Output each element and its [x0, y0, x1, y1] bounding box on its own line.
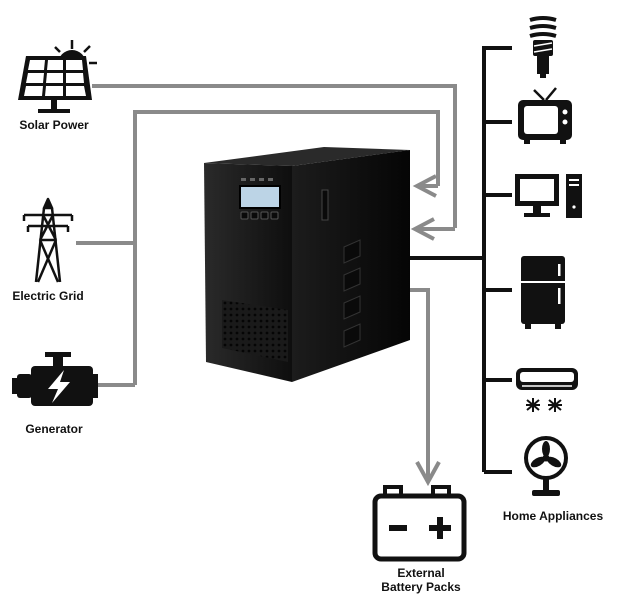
air-conditioner-icon [516, 368, 578, 412]
electric-grid-label: Electric Grid [12, 289, 83, 303]
battery-label-line1: External [397, 566, 444, 580]
lcd-screen [239, 185, 281, 209]
connector-lines [76, 84, 457, 487]
home-appliances-label: Home Appliances [503, 509, 604, 523]
desktop-computer-icon [515, 174, 582, 218]
battery-label-line2: Battery Packs [381, 580, 461, 594]
battery-icon [372, 485, 467, 562]
minus-sign [389, 525, 407, 531]
inverter-button [270, 211, 279, 220]
battery-connector-line [410, 288, 430, 478]
transmission-tower-icon [22, 197, 74, 283]
inverter-button [260, 211, 269, 220]
refrigerator-icon [521, 256, 565, 329]
vent-grille [222, 300, 288, 362]
inverter-button [250, 211, 259, 220]
solar-panel-icon [18, 40, 97, 113]
solar-power-label: Solar Power [19, 118, 89, 132]
generator-label: Generator [25, 422, 83, 436]
fan-icon [524, 436, 568, 496]
light-bulb-icon [529, 16, 557, 78]
inverter-unit [204, 147, 410, 382]
television-icon [518, 87, 572, 144]
solar-connector-line [92, 84, 457, 228]
grid-generator-connector-line [133, 110, 440, 385]
battery-arrow-head [415, 461, 441, 487]
engine-icon [12, 352, 98, 406]
inverter-button [240, 211, 249, 220]
appliance-bus [410, 46, 512, 474]
